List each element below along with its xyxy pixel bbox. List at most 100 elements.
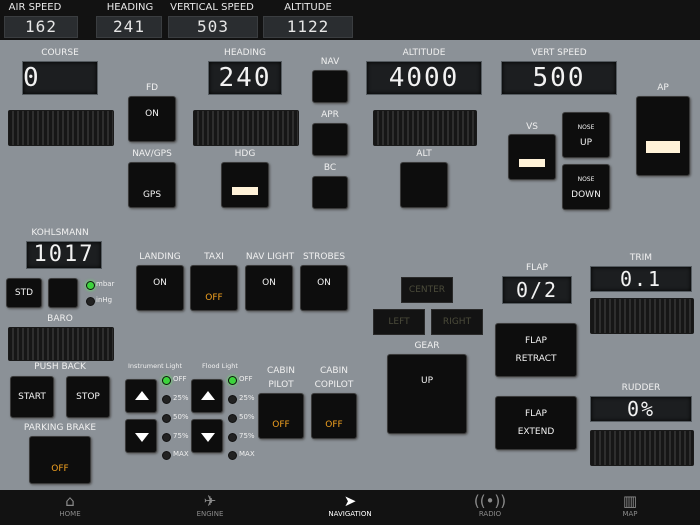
flood-light-down-button[interactable] xyxy=(191,419,223,453)
landing-light-button[interactable]: ON xyxy=(136,265,184,311)
rudder-label: RUDDER xyxy=(621,383,661,393)
mbar-label: mbar xyxy=(96,280,115,288)
tab-map[interactable]: ▥MAP xyxy=(570,490,690,525)
steer-left-button[interactable]: LEFT xyxy=(373,309,425,335)
steer-center-button[interactable]: CENTER xyxy=(401,277,453,303)
instrument-light-led-max xyxy=(162,451,171,460)
flood-light-led-50 xyxy=(228,414,237,423)
down-arrow-icon xyxy=(135,433,149,442)
kohlsmann-label: KOHLSMANN xyxy=(31,228,89,238)
fd-button[interactable]: ON xyxy=(128,96,176,142)
cabin-pilot-button[interactable]: OFF xyxy=(258,393,304,439)
apr-label: APR xyxy=(321,110,339,120)
push-back-start-button[interactable]: START xyxy=(10,376,54,418)
push-back-stop-button[interactable]: STOP xyxy=(66,376,110,418)
vs-button[interactable] xyxy=(508,134,556,180)
heading-knob[interactable] xyxy=(193,110,299,146)
vert-speed-label: VERT SPEED xyxy=(531,48,587,58)
tab-navigation[interactable]: ➤NAVIGATION xyxy=(290,490,410,525)
trim-label: TRIM xyxy=(629,253,653,263)
altitude-knob[interactable] xyxy=(373,110,477,146)
push-back-label: PUSH BACK xyxy=(34,362,86,372)
cabin-copilot-label-1: CABIN xyxy=(319,366,348,376)
flood-light-led-max xyxy=(228,451,237,460)
taxi-light-label: TAXI xyxy=(204,252,224,262)
tab-engine[interactable]: ✈ENGINE xyxy=(150,490,270,525)
nav-light-button[interactable]: ON xyxy=(245,265,293,311)
parking-brake-button[interactable]: OFF xyxy=(29,436,91,484)
gps-button[interactable]: GPS xyxy=(128,162,176,208)
flood-light-level-max: MAX xyxy=(239,450,255,458)
steer-right-button[interactable]: RIGHT xyxy=(431,309,483,335)
baro-label: BARO xyxy=(47,314,73,324)
kohlsmann-display: 1017 xyxy=(26,241,102,269)
instrument-light-level-50: 50% xyxy=(173,413,189,421)
instrument-light-level-max: MAX xyxy=(173,450,189,458)
course-label: COURSE xyxy=(41,48,79,58)
landing-light-label: LANDING xyxy=(139,252,181,262)
nose-up-button[interactable]: NOSE UP xyxy=(562,112,610,158)
ap-label: AP xyxy=(657,83,669,93)
strobes-label: STROBES xyxy=(302,252,346,262)
gear-button[interactable]: UP xyxy=(387,354,467,434)
parking-brake-label: PARKING BRAKE xyxy=(23,423,97,433)
airplane-icon: ✈ xyxy=(203,492,217,510)
cabin-pilot-label-2: PILOT xyxy=(268,380,294,390)
heading-value: 241 xyxy=(96,16,162,38)
flap-display: 0/2 xyxy=(502,276,572,304)
instrument-light-led-off xyxy=(162,376,171,385)
nose-down-small-label: NOSE xyxy=(577,176,595,183)
strobes-button[interactable]: ON xyxy=(300,265,348,311)
vert-speed-display: 500 xyxy=(501,61,617,95)
tab-home[interactable]: ⌂HOME xyxy=(10,490,130,525)
rudder-wheel[interactable] xyxy=(590,430,694,466)
instrument-light-level-off: OFF xyxy=(173,375,187,383)
instrument-light-led-50 xyxy=(162,414,171,423)
status-bar: AIR SPEED 162 HEADING 241 VERTICAL SPEED… xyxy=(0,0,700,40)
flood-light-led-75 xyxy=(228,433,237,442)
radio-icon: ((•)) xyxy=(473,492,507,510)
alt-button[interactable] xyxy=(400,162,448,208)
nose-up-label: UP xyxy=(579,138,592,148)
tab-radio[interactable]: ((•))RADIO xyxy=(430,490,550,525)
gear-label: GEAR xyxy=(414,341,440,351)
trim-wheel[interactable] xyxy=(590,298,694,334)
hdg-indicator xyxy=(232,187,258,195)
flood-light-led-off xyxy=(228,376,237,385)
ap-button[interactable] xyxy=(636,96,690,176)
nose-down-button[interactable]: NOSE DOWN xyxy=(562,164,610,210)
hdg-label: HDG xyxy=(234,149,256,159)
baro-knob[interactable] xyxy=(8,327,114,361)
instrument-light-down-button[interactable] xyxy=(125,419,157,453)
course-knob[interactable] xyxy=(8,110,114,146)
nose-up-small-label: NOSE xyxy=(577,124,595,131)
nav-button[interactable] xyxy=(312,70,348,103)
flood-light-up-button[interactable] xyxy=(191,379,223,413)
instrument-light-up-button[interactable] xyxy=(125,379,157,413)
instrument-light-level-75: 75% xyxy=(173,432,189,440)
navigation-arrow-icon: ➤ xyxy=(343,492,357,510)
nose-down-label: DOWN xyxy=(571,190,601,200)
bottom-tab-bar: ⌂HOME ✈ENGINE ➤NAVIGATION ((•))RADIO ▥MA… xyxy=(0,490,700,525)
air-speed-label: AIR SPEED xyxy=(8,2,62,13)
flap-extend-button[interactable]: FLAP EXTEND xyxy=(495,396,577,450)
taxi-light-button[interactable]: OFF xyxy=(190,265,238,311)
alt-label: ALT xyxy=(416,149,432,159)
down-arrow-icon xyxy=(201,433,215,442)
fd-label: FD xyxy=(145,83,159,93)
cabin-copilot-button[interactable]: OFF xyxy=(311,393,357,439)
bc-button[interactable] xyxy=(312,176,348,209)
std-button[interactable]: STD xyxy=(6,278,42,308)
flap-retract-button[interactable]: FLAP RETRACT xyxy=(495,323,577,377)
altitude-label: ALTITUDE xyxy=(284,2,332,13)
heading-select-label: HEADING xyxy=(224,48,266,58)
apr-button[interactable] xyxy=(312,123,348,156)
flood-light-led-25 xyxy=(228,395,237,404)
flood-light-level-50: 50% xyxy=(239,413,255,421)
heading-display: 240 xyxy=(208,61,282,95)
hdg-button[interactable] xyxy=(221,162,269,208)
instrument-light-label: Instrument Light xyxy=(127,362,183,370)
cabin-pilot-label-1: CABIN xyxy=(266,366,295,376)
baro-unit-button[interactable] xyxy=(48,278,78,308)
up-arrow-icon xyxy=(201,391,215,400)
